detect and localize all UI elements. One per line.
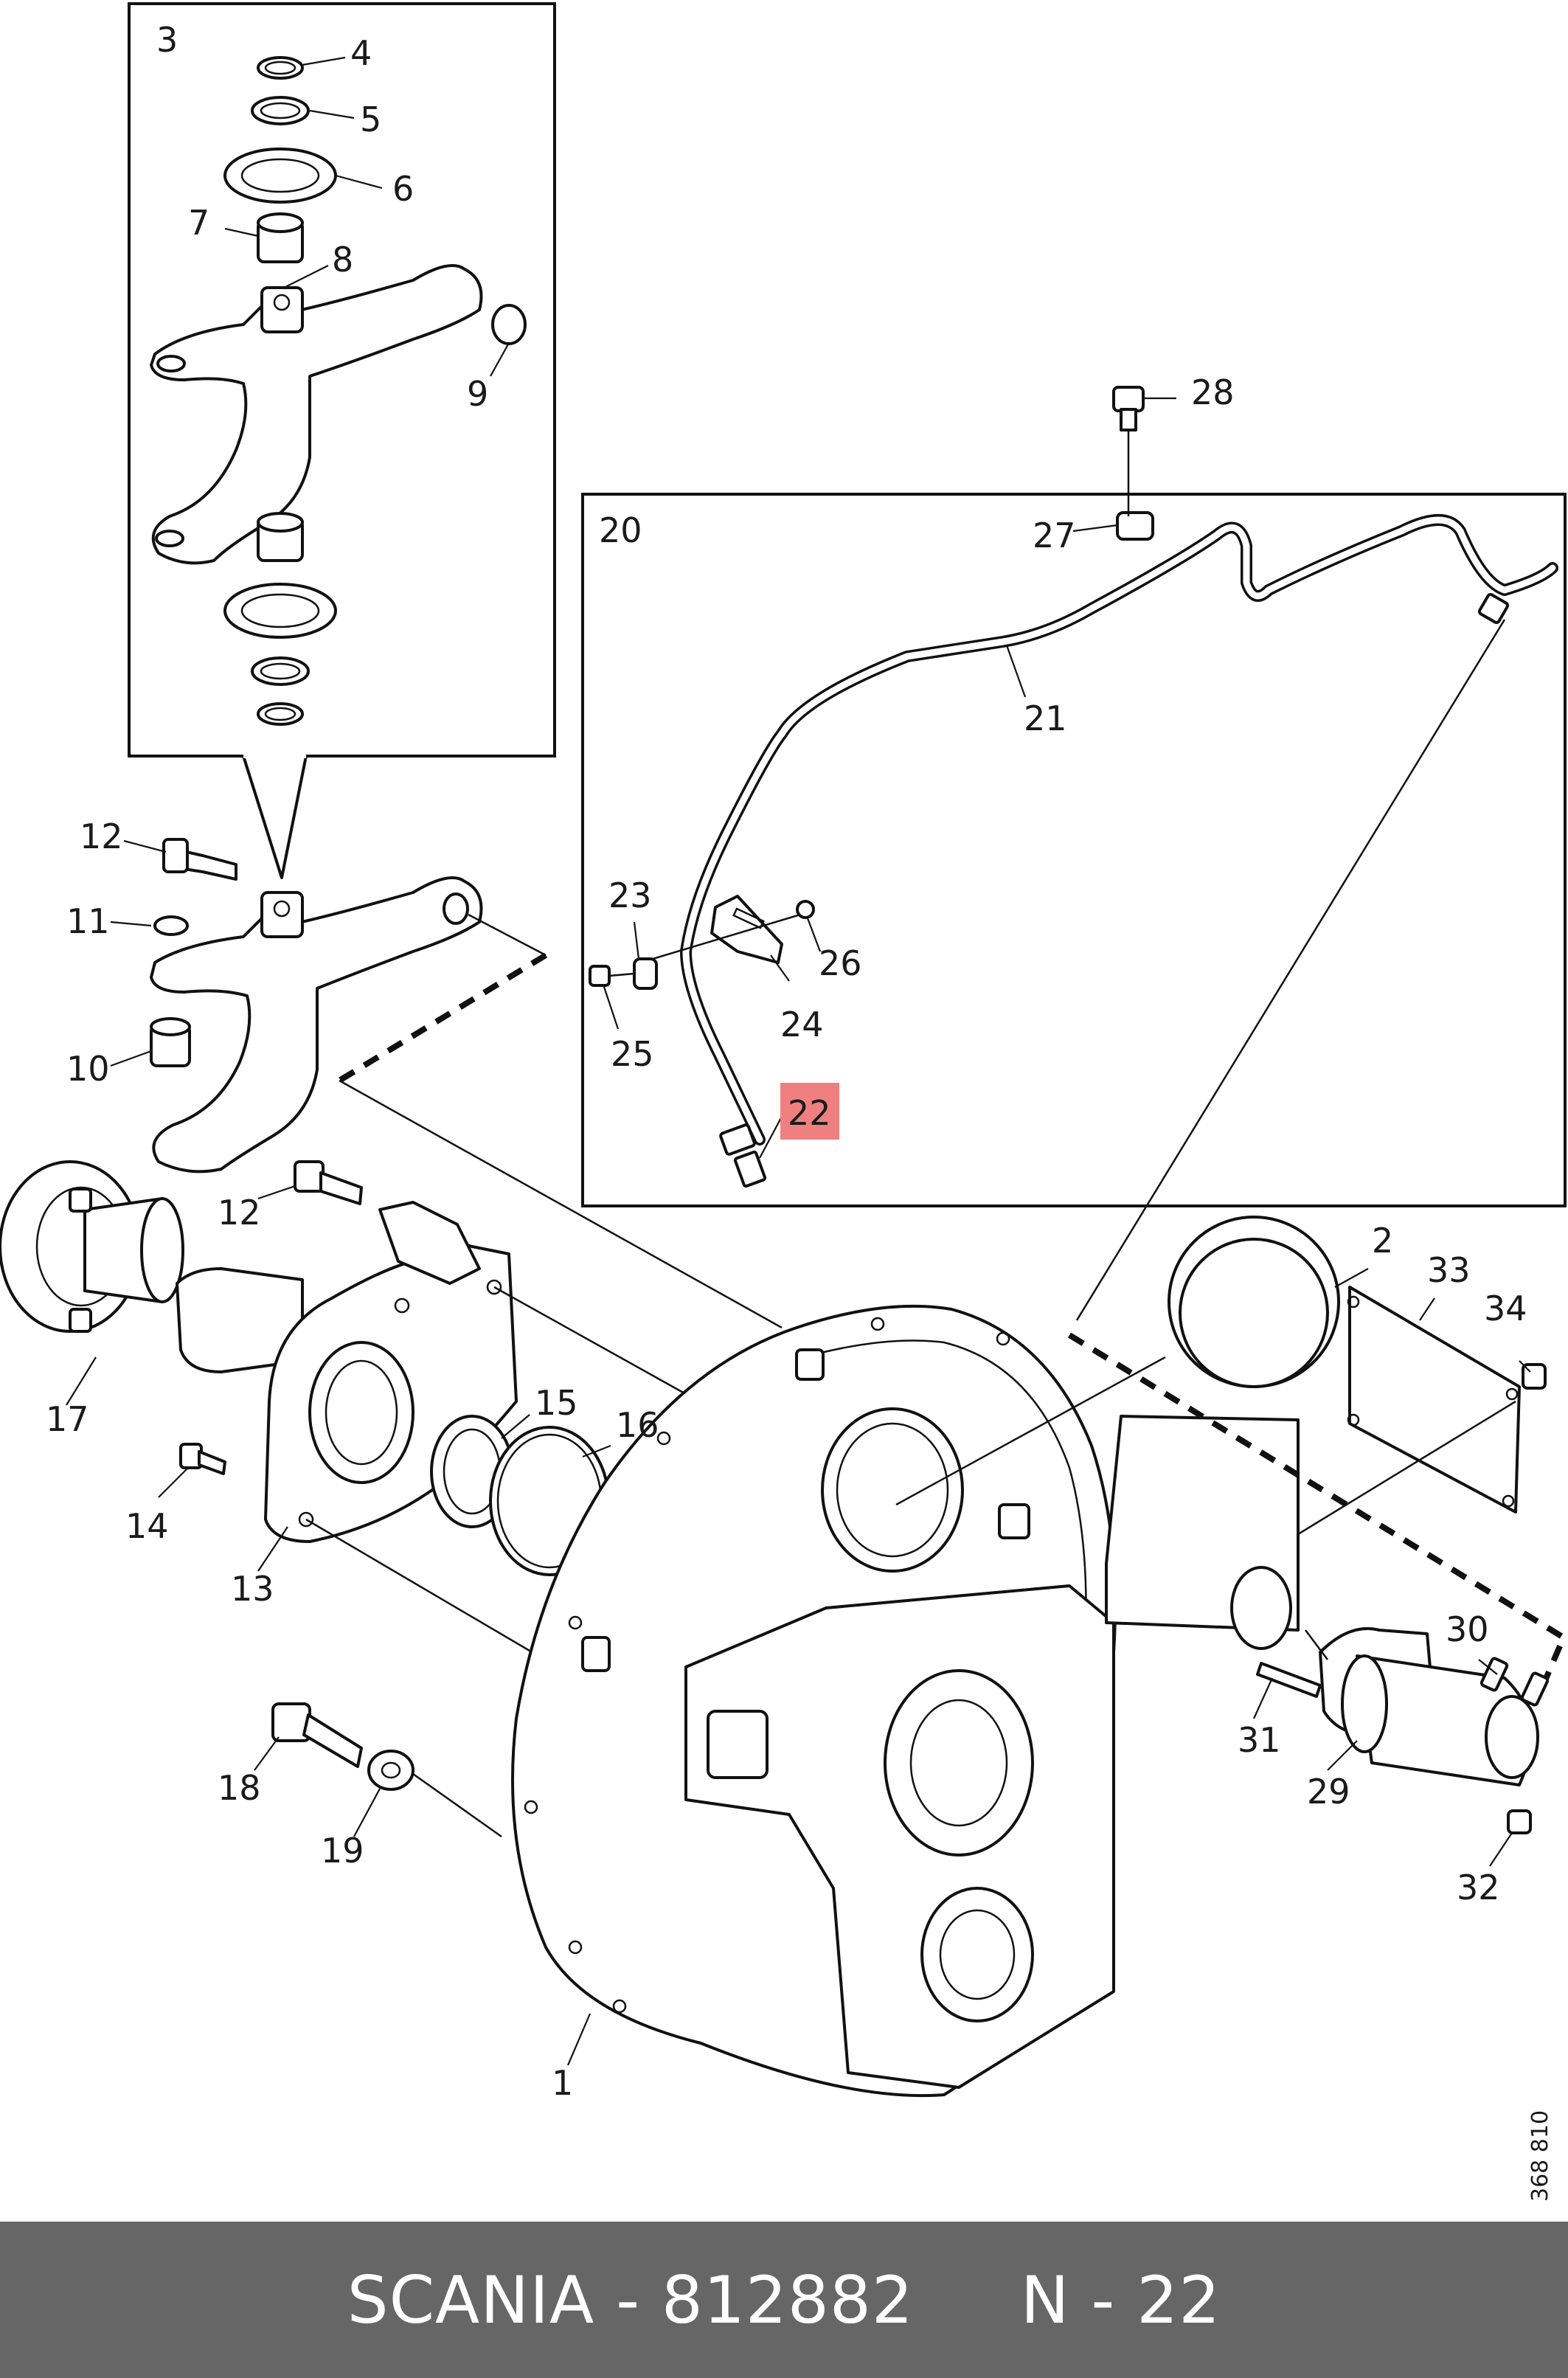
label-27: 27 [1033,516,1076,555]
label-20: 20 [599,510,642,550]
label-4: 4 [350,33,372,73]
release-fork-assembly [110,838,783,1329]
label-2: 2 [1372,1221,1393,1261]
label-24: 24 [780,1005,824,1044]
label-1: 1 [552,2063,573,2103]
inset-box-20 [581,386,1567,1321]
label-12b: 12 [218,1193,261,1233]
label-10: 10 [66,1049,110,1089]
part-number: 812882 [661,2261,914,2338]
callout-labels: 3 4 5 6 7 8 9 12 11 10 20 21 22 23 24 25… [46,20,1553,2202]
bolt-washer [254,1702,502,1838]
brand-name: SCANIA [347,2261,595,2338]
label-32: 32 [1457,1868,1500,1907]
label-3: 3 [156,20,178,60]
label-30: 30 [1446,1609,1489,1649]
highlight-22 [780,1083,839,1140]
label-5: 5 [360,100,381,139]
label-6: 6 [392,169,414,209]
drawing-number: 368 810 [1527,2110,1553,2202]
label-26: 26 [819,943,862,983]
label-18: 18 [218,1768,261,1808]
guide-sleeve-cover [158,1160,687,1657]
clutch-housing [511,1304,1300,2098]
parts-diagram: 3 4 5 6 7 8 9 12 11 10 20 21 22 23 24 25… [0,2,1568,2202]
label-14: 14 [125,1506,169,1546]
cover-and-plate [1067,1216,1568,1691]
label-34: 34 [1484,1289,1527,1328]
label-8: 8 [332,240,353,280]
footer-bar: SCANIA - 812882 N - 22 [0,2222,1568,2378]
label-7: 7 [188,203,209,243]
label-19: 19 [321,1831,364,1871]
release-bearing [0,1160,184,1406]
label-21: 21 [1024,699,1067,738]
label-11: 11 [66,901,110,941]
slave-cylinder [1252,1627,1550,1867]
label-12a: 12 [80,817,123,856]
footer-caption: SCANIA - 812882 N - 22 [347,2261,1221,2338]
label-25: 25 [611,1034,654,1074]
label-15: 15 [535,1383,578,1423]
label-23: 23 [608,876,652,915]
label-16: 16 [616,1405,659,1445]
label-31: 31 [1238,1720,1281,1760]
label-17: 17 [46,1399,89,1439]
label-29: 29 [1307,1772,1350,1812]
inset-box-3 [128,2,556,879]
label-9: 9 [467,374,488,414]
position-ref: N - 22 [1020,2261,1221,2338]
label-28: 28 [1191,372,1235,412]
label-22: 22 [788,1093,831,1133]
label-13: 13 [231,1569,274,1609]
label-33: 33 [1427,1250,1471,1290]
